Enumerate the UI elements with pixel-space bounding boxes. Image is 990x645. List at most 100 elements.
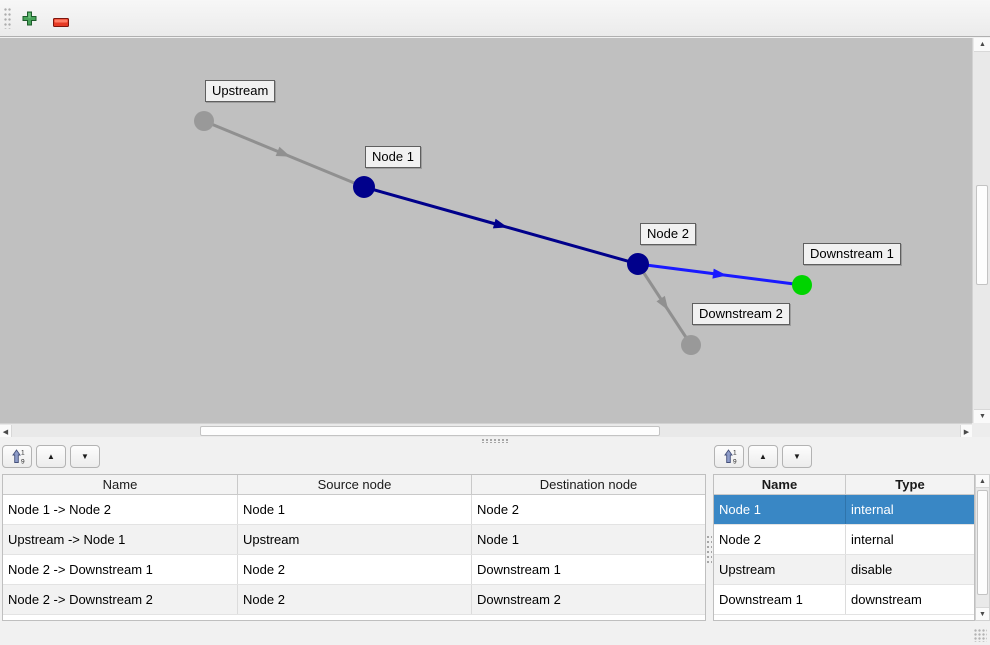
scroll-right-icon: ▶ — [963, 428, 970, 436]
cell-type[interactable]: downstream — [851, 592, 922, 607]
scroll-down-icon: ▼ — [979, 413, 986, 420]
node-move-up-button[interactable]: ▲ — [748, 445, 778, 468]
graph-svg — [194, 111, 812, 355]
column-header-source-node[interactable]: Source node — [238, 475, 472, 494]
table-row[interactable]: Upstream disable — [714, 555, 974, 585]
node-label-downstream1[interactable]: Downstream 1 — [803, 243, 901, 265]
node-upstream[interactable] — [194, 111, 214, 131]
edge-upstream-to-node1[interactable] — [203, 119, 365, 189]
scroll-down-icon: ▼ — [979, 610, 986, 618]
edge-move-up-button[interactable]: ▲ — [36, 445, 66, 468]
cell-source[interactable]: Node 2 — [238, 555, 472, 584]
scroll-down-button[interactable]: ▼ — [976, 607, 989, 620]
table-row-selected[interactable]: Node 1 internal — [714, 495, 974, 525]
edge-node1-to-node2[interactable] — [363, 185, 639, 266]
cell-source[interactable]: Node 1 — [238, 495, 472, 524]
cell-name[interactable]: Node 2 — [714, 525, 846, 554]
pane-splitter[interactable] — [0, 437, 990, 444]
node-label-downstream2[interactable]: Downstream 2 — [692, 303, 790, 325]
node-table: Name Type Node 1 internal Node 2 interna… — [713, 474, 975, 621]
table-row[interactable]: Downstream 1 downstream — [714, 585, 974, 615]
remove-node-button[interactable] — [53, 14, 69, 27]
cell-type[interactable]: internal — [851, 502, 894, 517]
table-row[interactable]: Node 2 -> Downstream 1 Node 2 Downstream… — [3, 555, 705, 585]
cell-name[interactable]: Downstream 1 — [714, 585, 846, 614]
svg-text:9: 9 — [733, 459, 737, 466]
table-row[interactable]: Node 2 internal — [714, 525, 974, 555]
cell-name[interactable]: Node 1 -> Node 2 — [3, 495, 238, 524]
edge-table-header: Name Source node Destination node — [3, 475, 705, 495]
column-header-name[interactable]: Name — [3, 475, 238, 494]
table-empty-area[interactable] — [3, 615, 705, 620]
cell-destination[interactable]: Downstream 1 — [477, 562, 561, 577]
node-node1[interactable] — [353, 176, 375, 198]
edge-sort-button[interactable]: 1 9 — [2, 445, 32, 468]
svg-text:1: 1 — [21, 450, 25, 457]
column-header-name[interactable]: Name — [714, 475, 846, 494]
cell-type[interactable]: internal — [851, 532, 894, 547]
table-splitter[interactable] — [707, 536, 712, 566]
canvas-hscrollbar[interactable]: ◀ ▶ — [0, 423, 972, 438]
scroll-up-icon: ▲ — [979, 41, 986, 48]
node-label-upstream[interactable]: Upstream — [205, 80, 276, 102]
table-row[interactable]: Node 1 -> Node 2 Node 1 Node 2 — [3, 495, 705, 525]
vscroll-thumb[interactable] — [976, 185, 988, 285]
edge-table: Name Source node Destination node Node 1… — [2, 474, 706, 621]
graph-pane: Upstream Node 1 Node 2 Downstream 1 Down… — [0, 38, 990, 438]
cell-source[interactable]: Node 2 — [238, 585, 472, 614]
table-empty-area[interactable] — [714, 615, 974, 620]
up-arrow-icon: ▲ — [759, 451, 767, 461]
cell-destination[interactable]: Node 2 — [477, 502, 519, 517]
hscroll-thumb[interactable] — [200, 426, 660, 436]
table-row[interactable]: Upstream -> Node 1 Upstream Node 1 — [3, 525, 705, 555]
plus-icon — [22, 11, 37, 26]
cell-name[interactable]: Node 2 -> Downstream 1 — [3, 555, 238, 584]
toolbar-drag-handle[interactable] — [4, 8, 12, 29]
down-arrow-icon: ▼ — [793, 451, 801, 461]
edge-node2-to-downstream1[interactable] — [637, 262, 803, 287]
main-toolbar — [0, 0, 990, 37]
minus-icon — [53, 18, 69, 27]
sort-ascending-icon: 1 9 — [723, 449, 737, 466]
splitter-handle-icon — [482, 439, 508, 443]
cell-type[interactable]: disable — [851, 562, 893, 577]
cell-name[interactable]: Node 1 — [714, 495, 846, 524]
cell-source[interactable]: Upstream — [238, 525, 472, 554]
node-downstream1[interactable] — [792, 275, 812, 295]
cell-name[interactable]: Upstream -> Node 1 — [3, 525, 238, 554]
edge-node2-to-downstream2[interactable] — [636, 263, 693, 346]
cell-destination[interactable]: Node 1 — [477, 532, 519, 547]
graph-canvas[interactable]: Upstream Node 1 Node 2 Downstream 1 Down… — [0, 38, 972, 423]
cell-name[interactable]: Upstream — [714, 555, 846, 584]
node-sort-button[interactable]: 1 9 — [714, 445, 744, 468]
column-header-destination-node[interactable]: Destination node — [539, 477, 638, 492]
node-label-node1[interactable]: Node 1 — [365, 146, 421, 168]
scrollbar-corner — [972, 423, 990, 437]
scroll-left-icon: ◀ — [2, 428, 9, 436]
down-arrow-icon: ▼ — [81, 451, 89, 461]
window-resize-grip[interactable] — [974, 629, 987, 642]
node-table-vscrollbar[interactable]: ▲ ▼ — [975, 474, 990, 621]
scroll-up-icon: ▲ — [979, 477, 986, 485]
sort-ascending-icon: 1 9 — [11, 449, 25, 466]
scroll-up-button[interactable]: ▲ — [974, 38, 990, 52]
scroll-right-button[interactable]: ▶ — [960, 425, 972, 438]
add-node-button[interactable] — [22, 11, 37, 26]
table-row[interactable]: Node 2 -> Downstream 2 Node 2 Downstream… — [3, 585, 705, 615]
vscroll-thumb[interactable] — [977, 490, 988, 595]
svg-text:9: 9 — [21, 459, 25, 466]
scroll-down-button[interactable]: ▼ — [974, 409, 990, 423]
column-header-type[interactable]: Type — [895, 477, 925, 492]
node-table-header: Name Type — [714, 475, 974, 495]
scroll-up-button[interactable]: ▲ — [976, 475, 989, 488]
node-downstream2[interactable] — [681, 335, 701, 355]
edge-move-down-button[interactable]: ▼ — [70, 445, 100, 468]
canvas-vscrollbar[interactable]: ▲ ▼ — [972, 38, 990, 423]
node-move-down-button[interactable]: ▼ — [782, 445, 812, 468]
node-label-node2[interactable]: Node 2 — [640, 223, 696, 245]
node-node2[interactable] — [627, 253, 649, 275]
scroll-left-button[interactable]: ◀ — [0, 425, 12, 438]
cell-name[interactable]: Node 2 -> Downstream 2 — [3, 585, 238, 614]
cell-destination[interactable]: Downstream 2 — [477, 592, 561, 607]
